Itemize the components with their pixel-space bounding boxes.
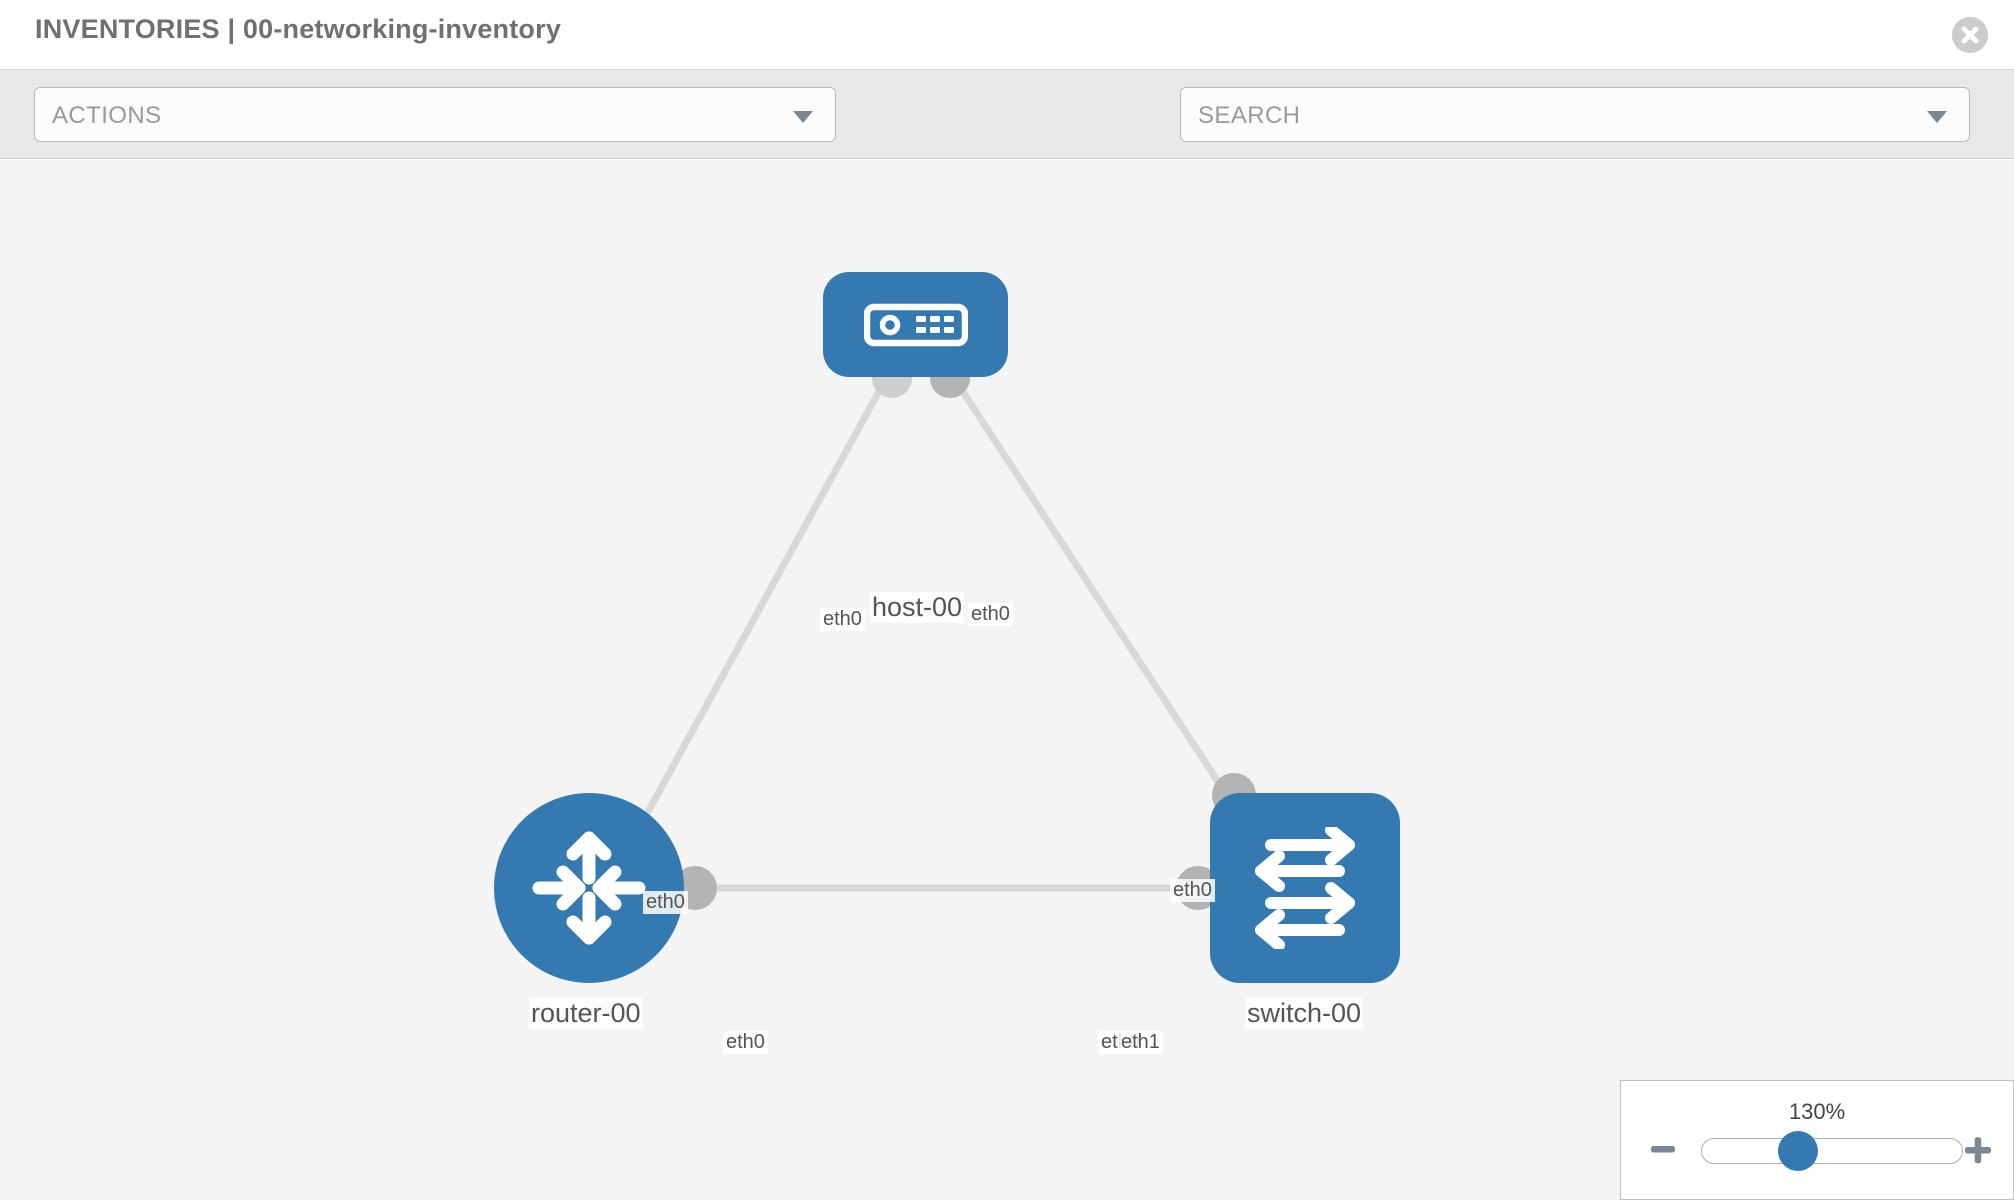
actions-dropdown[interactable]: ACTIONS bbox=[34, 87, 836, 142]
server-icon bbox=[863, 303, 968, 346]
minus-icon[interactable] bbox=[1649, 1135, 1677, 1168]
port-label-host-eth0-right: eth0 bbox=[968, 603, 1013, 626]
node-host-00-label: host-00 bbox=[870, 592, 965, 623]
page-header: INVENTORIES | 00-networking-inventory bbox=[0, 0, 2014, 70]
zoom-control-panel: 130% bbox=[1620, 1080, 2014, 1200]
actions-dropdown-label: ACTIONS bbox=[52, 102, 162, 129]
topology-canvas[interactable]: host-00 bbox=[0, 160, 2014, 1200]
plus-icon[interactable] bbox=[1963, 1135, 1993, 1170]
page-title: INVENTORIES | 00-networking-inventory bbox=[35, 14, 562, 44]
router-arrows-icon bbox=[532, 831, 646, 945]
port-label-switch-eth1: eth1 bbox=[1118, 1031, 1163, 1054]
zoom-slider-track[interactable] bbox=[1701, 1138, 1963, 1164]
port-label-router-eth0-uplink: eth0 bbox=[643, 891, 688, 914]
port-label-router-eth0: eth0 bbox=[723, 1031, 768, 1054]
node-host-00-shape[interactable] bbox=[823, 272, 1008, 377]
search-input[interactable]: SEARCH bbox=[1180, 87, 1970, 142]
port-label-host-eth0-left: eth0 bbox=[820, 608, 865, 631]
zoom-level-label: 130% bbox=[1788, 1099, 1846, 1124]
link-host-router bbox=[634, 373, 892, 832]
chevron-down-icon bbox=[793, 111, 813, 123]
zoom-slider-thumb[interactable] bbox=[1778, 1131, 1818, 1171]
node-switch-00-shape[interactable] bbox=[1210, 793, 1400, 983]
node-router-00-shape[interactable] bbox=[494, 793, 684, 983]
chevron-down-icon[interactable] bbox=[1927, 111, 1947, 123]
switch-arrows-icon bbox=[1255, 827, 1355, 949]
node-router-00-label: router-00 bbox=[529, 998, 643, 1029]
toolbar: ACTIONS SEARCH bbox=[0, 70, 2014, 202]
port-label-switch-eth0-uplink: eth0 bbox=[1170, 879, 1215, 902]
link-host-switch bbox=[949, 373, 1233, 802]
search-placeholder: SEARCH bbox=[1198, 102, 1301, 129]
close-icon[interactable] bbox=[1952, 17, 1988, 53]
node-switch-00-label: switch-00 bbox=[1245, 998, 1364, 1029]
